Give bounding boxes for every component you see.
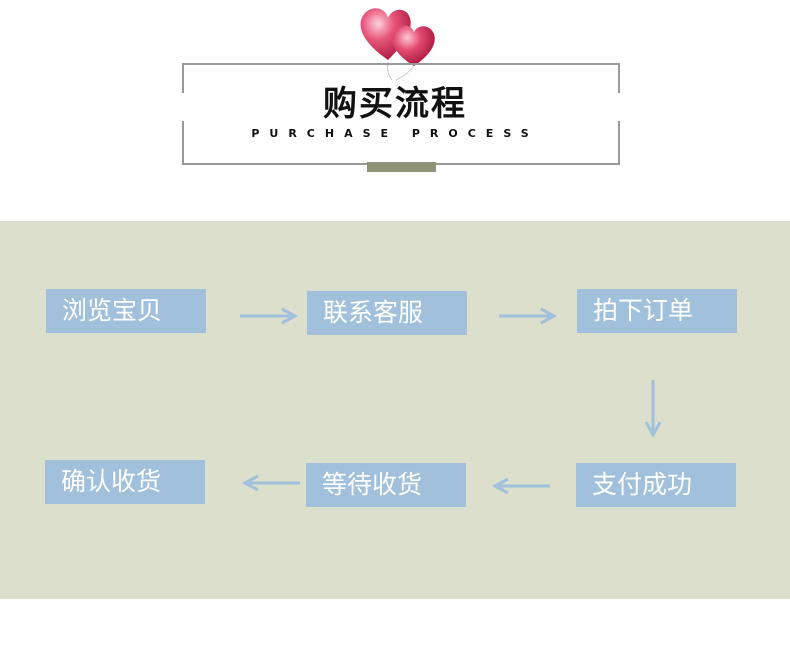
header: 购买流程 PURCHASE PROCESS [0,0,790,221]
arrow-left-icon [241,474,300,492]
step-confirm-receipt: 确认收货 [45,460,205,504]
step-place-order: 拍下订单 [577,289,737,333]
accent-bar [367,162,436,172]
step-payment-success: 支付成功 [576,463,736,507]
arrow-right-icon [240,307,299,325]
heart-balloons-icon [360,8,435,81]
process-panel [0,221,790,599]
arrow-left-icon [491,477,550,495]
arrow-down-icon [644,380,662,439]
step-browse: 浏览宝贝 [46,289,206,333]
step-await-delivery: 等待收货 [306,463,466,507]
step-contact-service: 联系客服 [307,291,467,335]
page-subtitle: PURCHASE PROCESS [251,127,539,140]
page-title: 购买流程 [323,84,467,124]
arrow-right-icon [499,307,558,325]
